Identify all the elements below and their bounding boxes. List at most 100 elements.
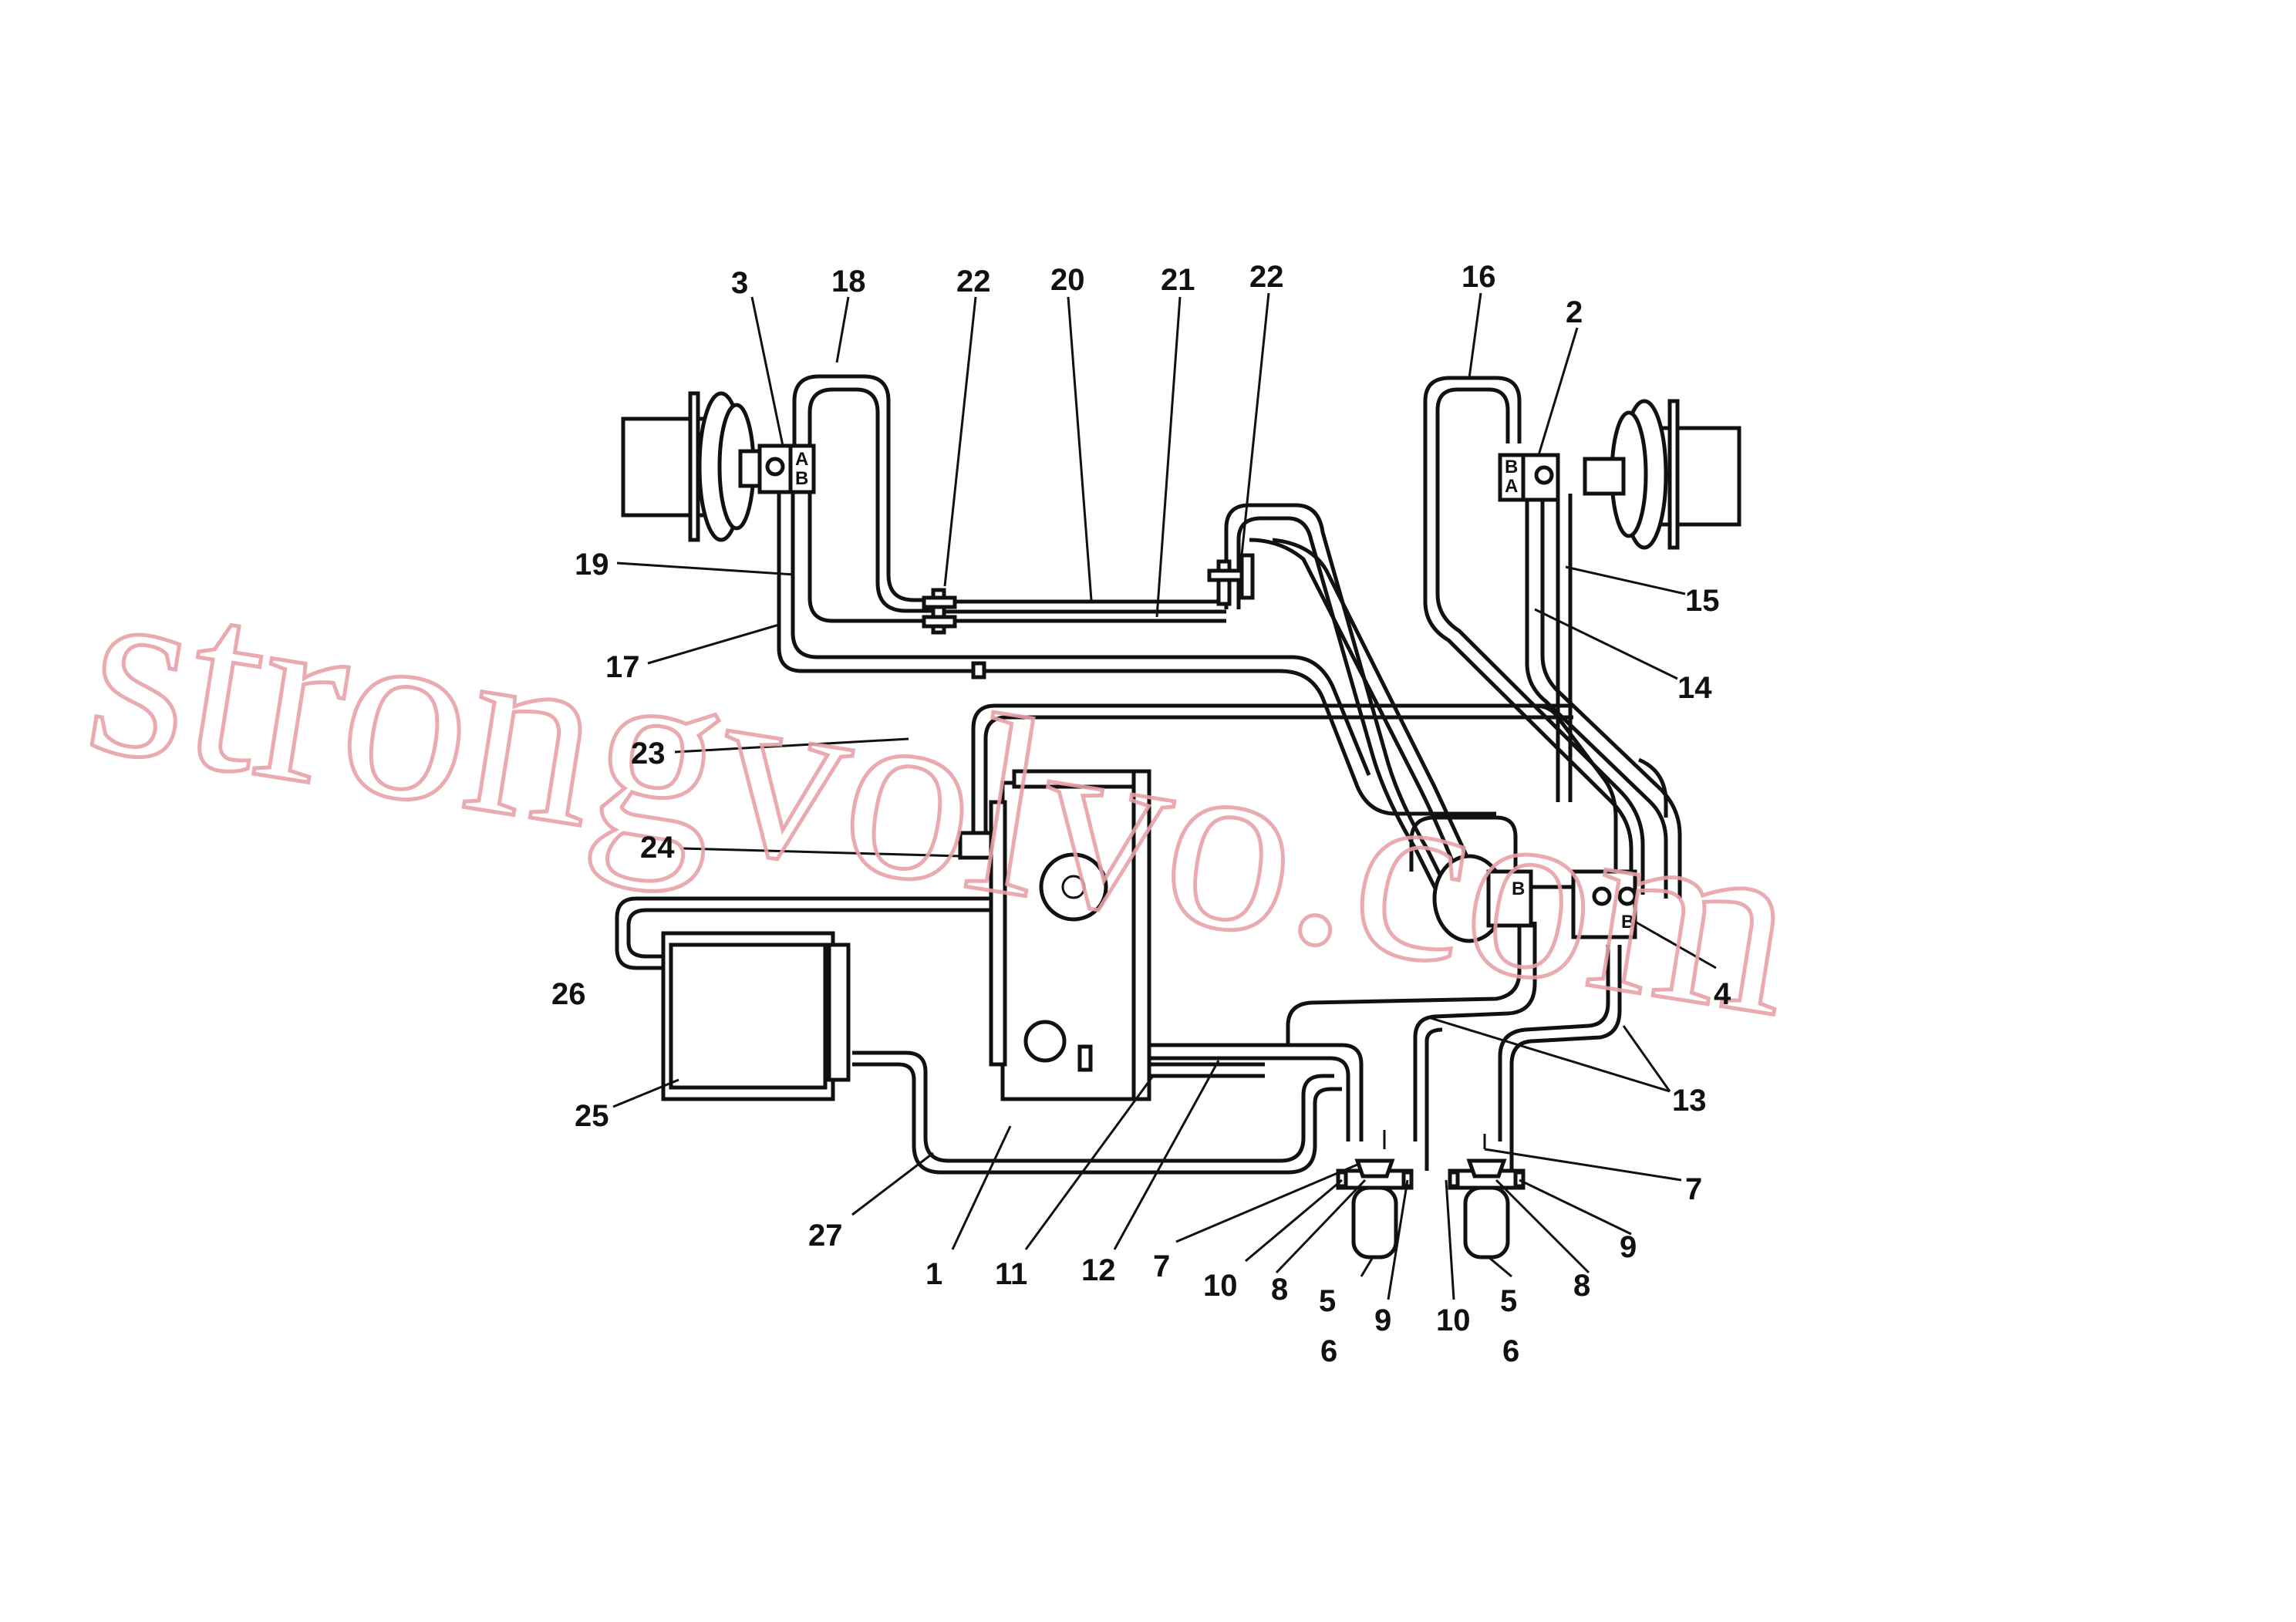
filter-left xyxy=(1336,1158,1414,1259)
pipe-18-inner xyxy=(807,387,939,613)
pipe-27 xyxy=(852,1050,1334,1163)
callout-26: 26 xyxy=(551,977,586,1011)
valve-3-block xyxy=(788,443,816,494)
pipe-centre-a xyxy=(1286,922,1522,1045)
valve-4: B xyxy=(1571,869,1637,939)
valve-2-port xyxy=(1534,465,1554,485)
tank-port-24 xyxy=(958,831,993,860)
pipe-18 xyxy=(792,374,939,602)
callout-9-right: 9 xyxy=(1620,1230,1637,1264)
filter-left-fitting-10 xyxy=(1336,1170,1348,1189)
callout-6-left: 6 xyxy=(1320,1334,1337,1368)
pipe-27-inner xyxy=(852,1062,1342,1175)
callout-23: 23 xyxy=(631,737,666,771)
callout-7-left: 7 xyxy=(1153,1249,1170,1283)
valve-3: A B xyxy=(757,443,816,494)
pipe-16 xyxy=(1423,376,1633,895)
leader-lines xyxy=(612,292,1717,1300)
callout-24: 24 xyxy=(640,831,675,865)
callout-16: 16 xyxy=(1462,260,1496,294)
callout-4: 4 xyxy=(1714,977,1731,1011)
callout-11: 11 xyxy=(995,1257,1027,1291)
filter-right-valve xyxy=(1466,1158,1507,1179)
pipe-26-inner xyxy=(626,908,1003,959)
pump-letter-b: B xyxy=(1512,878,1525,899)
cooler-side-tank xyxy=(827,943,851,1082)
valve-3-letter-a: A xyxy=(795,449,808,470)
valve-2-letter-a: A xyxy=(1505,476,1518,497)
callout-20: 20 xyxy=(1050,263,1085,297)
callout-9-left: 9 xyxy=(1374,1303,1391,1337)
filter-right-fitting-9 xyxy=(1513,1170,1526,1189)
pump-valve-block xyxy=(1486,869,1533,928)
coupling-22-right-plate2 xyxy=(1239,553,1255,600)
callout-15: 15 xyxy=(1685,584,1720,618)
pipe-21 xyxy=(807,494,1226,623)
valve-3-letter-b: B xyxy=(795,468,808,489)
valve-2-block xyxy=(1498,453,1526,502)
pipe-centre-c xyxy=(1424,1027,1443,1141)
valve-2: B A xyxy=(1498,453,1560,502)
callout-18: 18 xyxy=(831,265,866,298)
tank-inspection-center xyxy=(1061,875,1086,899)
callout-27: 27 xyxy=(808,1219,843,1253)
callout-8-left: 8 xyxy=(1271,1273,1288,1307)
callout-12: 12 xyxy=(1081,1253,1116,1287)
callout-22: 22 xyxy=(956,265,991,298)
coupling-22-left-nut-a xyxy=(922,595,957,609)
callout-14: 14 xyxy=(1677,671,1712,705)
tank-stub-11 xyxy=(1077,1044,1093,1072)
valve-4-port-b xyxy=(1617,886,1637,906)
right-motor-body xyxy=(1583,457,1626,496)
tank-filler-cap xyxy=(1023,1020,1067,1063)
pipe-16-inner xyxy=(1435,387,1645,895)
filter-right xyxy=(1448,1158,1526,1259)
callout-25: 25 xyxy=(575,1099,609,1133)
callout-10-left: 10 xyxy=(1203,1269,1238,1303)
callout-6-right: 6 xyxy=(1502,1334,1519,1368)
callout-5-left: 5 xyxy=(1319,1284,1336,1318)
pipe-12 xyxy=(1049,1043,1364,1141)
callout-17: 17 xyxy=(605,650,640,684)
valve-4-letter-b: B xyxy=(1621,912,1634,932)
pipe-22-loop xyxy=(1224,503,1452,896)
left-wheel-motor xyxy=(621,391,781,542)
pipe-26 xyxy=(615,896,1003,970)
pipe-14 xyxy=(1525,494,1668,899)
right-wheel-motor xyxy=(1583,399,1741,550)
valve-3-port xyxy=(765,457,785,477)
filter-left-canister xyxy=(1351,1185,1398,1259)
callout-1: 1 xyxy=(925,1257,942,1291)
callout-7-right: 7 xyxy=(1685,1172,1702,1206)
pipe-15-top xyxy=(1637,757,1668,818)
tank-side xyxy=(1131,769,1151,1101)
callout-22-right: 22 xyxy=(1249,260,1284,294)
callout-8-right: 8 xyxy=(1573,1269,1590,1303)
callout-5-right: 5 xyxy=(1500,1284,1517,1318)
pipe-junction-a xyxy=(1409,815,1518,895)
pipe-12-inner xyxy=(1049,1056,1350,1141)
callout-13: 13 xyxy=(1672,1084,1707,1118)
oil-cooler-25 xyxy=(661,931,851,1101)
pipe-17 xyxy=(777,478,1496,816)
callout-10-right: 10 xyxy=(1436,1303,1471,1337)
pipe-17-inner xyxy=(791,478,1371,776)
callout-2: 2 xyxy=(1566,295,1583,329)
coupling-22-right xyxy=(1207,553,1255,606)
filter-right-canister xyxy=(1463,1185,1510,1259)
callout-3: 3 xyxy=(731,266,748,300)
inline-connector xyxy=(971,661,986,679)
tank-inspection-cover xyxy=(1039,852,1108,922)
callout-labels: 3 18 22 20 21 22 16 2 19 15 17 14 23 24 … xyxy=(551,260,1731,1368)
pipe-centre-b xyxy=(1413,922,1537,1141)
valve-4-port-a xyxy=(1592,886,1612,906)
right-wheel-plate xyxy=(1667,399,1680,550)
filter-left-valve xyxy=(1354,1158,1395,1179)
callout-19: 19 xyxy=(575,548,609,582)
cooler-core xyxy=(669,943,828,1090)
pipe-13 xyxy=(1509,945,1622,1141)
coupling-22-left-nut-b xyxy=(922,615,957,629)
valve-2-letter-b: B xyxy=(1505,457,1518,477)
